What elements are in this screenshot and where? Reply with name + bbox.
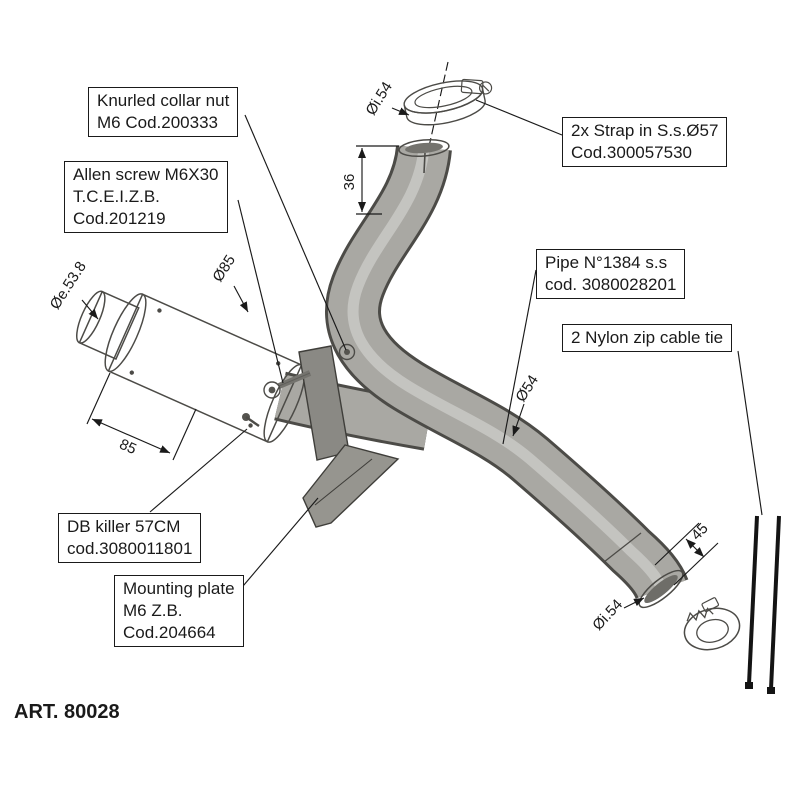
callout-line: M6 Cod.200333 xyxy=(97,113,218,132)
callout-line: Allen screw M6X30 xyxy=(73,165,219,184)
dim-muffler-length: 85 xyxy=(117,436,139,458)
callout-line: 2x Strap in S.s.Ø57 xyxy=(571,121,719,140)
callout-db-killer: DB killer 57CM cod.3080011801 xyxy=(58,513,202,563)
callout-line: Pipe N°1384 s.s xyxy=(545,253,668,272)
muffler-inlet-face xyxy=(76,290,106,344)
article-number: ART. 80028 xyxy=(14,701,120,723)
main-pipe xyxy=(325,138,689,609)
zip-cable-ties xyxy=(745,515,781,694)
clamp-bolt xyxy=(460,78,493,95)
callout-knurled-nut: Knurled collar nut M6 Cod.200333 xyxy=(88,87,239,137)
dim-muffler-end-dia: Øe.53.8 xyxy=(47,259,90,313)
branch-pipe xyxy=(274,371,433,451)
db-killer-clip xyxy=(242,413,260,427)
callout-line: Mounting plate xyxy=(123,579,235,598)
callout-allen-screw: Allen screw M6X30 T.C.E.I.Z.B. Cod.20121… xyxy=(64,161,228,233)
callout-line: cod.3080011801 xyxy=(67,539,193,558)
allen-screw xyxy=(263,370,312,399)
callout-line: cod. 3080028201 xyxy=(545,275,677,294)
top-strap-clamp xyxy=(403,78,493,126)
callout-line: 2 Nylon zip cable tie xyxy=(571,328,724,347)
db-killer-muffler xyxy=(76,290,306,443)
callout-line: Knurled collar nut xyxy=(97,91,230,110)
clamp-serration xyxy=(686,607,714,622)
dim-pipe-dia: Ø54 xyxy=(512,372,542,405)
callout-zip-tie: 2 Nylon zip cable tie xyxy=(562,324,733,352)
dim-end-length: 45 xyxy=(688,520,712,544)
pipe-slot xyxy=(423,152,426,174)
callout-line: DB killer 57CM xyxy=(67,517,181,536)
zip-tie-head xyxy=(745,682,753,689)
callout-pipe: Pipe N°1384 s.s cod. 3080028201 xyxy=(536,249,686,299)
callout-line: M6 Z.B. xyxy=(123,601,183,620)
dim-muffler-body-dia: Ø85 xyxy=(209,252,239,285)
bottom-strap-clamp xyxy=(683,597,741,651)
zip-tie-head xyxy=(767,687,775,694)
callout-mounting-plate: Mounting plate M6 Z.B. Cod.204664 xyxy=(114,575,244,647)
clamp-bolt xyxy=(701,597,720,613)
callout-line: Cod.300057530 xyxy=(571,143,693,162)
dim-outlet-inner-dia: Øi.54 xyxy=(589,596,626,634)
callout-line: Cod.201219 xyxy=(73,209,166,228)
callout-line: Cod.204664 xyxy=(123,623,216,642)
mounting-plate-shape xyxy=(302,444,400,528)
leader-lines xyxy=(149,99,763,607)
dim-top-length: 36 xyxy=(341,174,358,191)
callout-strap: 2x Strap in S.s.Ø57 Cod.300057530 xyxy=(562,117,728,167)
knurled-collar-nut xyxy=(338,343,356,361)
callout-line: T.C.E.I.Z.B. xyxy=(73,187,160,206)
dim-top-inner-dia: Øi.54 xyxy=(362,79,395,118)
mounting-bracket xyxy=(298,345,400,528)
